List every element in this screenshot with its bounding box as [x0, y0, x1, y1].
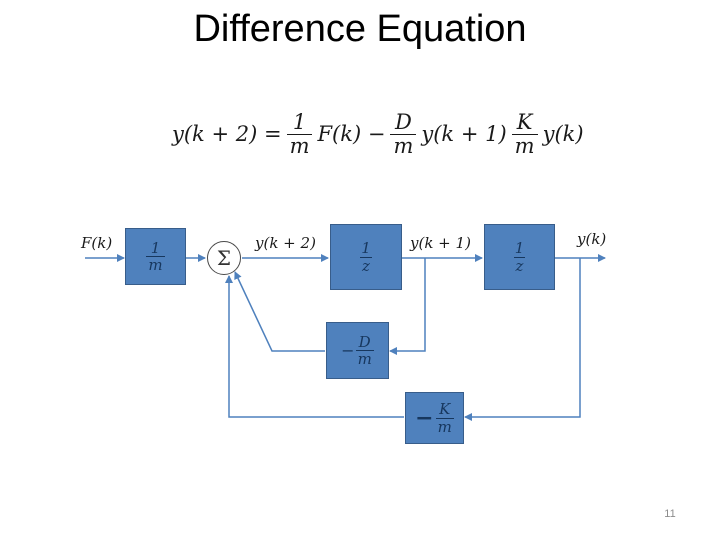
delay-block-2: 1 z	[484, 224, 555, 290]
fraction-denominator: m	[435, 417, 454, 436]
summing-junction: Σ	[207, 241, 241, 275]
negative-sign: −	[415, 405, 434, 431]
gain-block-1-over-m: 1 m	[125, 228, 186, 285]
fraction-numerator: 1	[150, 238, 161, 257]
block-fraction: D m	[355, 332, 374, 368]
equation-term-2-fraction: D m	[390, 110, 417, 157]
fraction-numerator: K	[516, 110, 533, 135]
difference-equation: y(k + 2) = 1 m F(k) − D m y(k + 1) K m y…	[170, 104, 586, 164]
wire-damping-feedback	[389, 258, 426, 355]
input-label: F(k)	[81, 234, 113, 252]
fraction-denominator: m	[286, 133, 313, 157]
equation-term-1-variable: F(k) −	[317, 122, 386, 146]
mid-signal-label: y(k + 1)	[410, 234, 471, 252]
slide-title: Difference Equation	[193, 8, 527, 50]
fraction-denominator: m	[511, 133, 538, 157]
fraction-denominator: m	[355, 350, 374, 368]
fraction-numerator: K	[439, 400, 451, 418]
block-fraction: 1 z	[513, 240, 527, 274]
fraction-denominator: z	[513, 256, 526, 275]
negative-sign: −	[341, 341, 355, 360]
page-number: 11	[664, 508, 676, 520]
equation-term-3-variable: y(k)	[542, 122, 584, 146]
output-label: y(k)	[577, 230, 607, 248]
fraction-numerator: 1	[292, 110, 307, 135]
fraction-denominator: m	[390, 133, 417, 157]
fraction-denominator: m	[146, 256, 165, 274]
wire-spring-feedback	[464, 258, 581, 421]
fraction-numerator: 1	[514, 239, 525, 257]
block-fraction: 1 z	[359, 240, 373, 274]
fraction-denominator: z	[360, 256, 372, 275]
damping-block: − D m	[326, 322, 389, 379]
wire-damping-to-summer	[234, 271, 325, 352]
wire-spring-to-summer	[225, 275, 404, 418]
equation-term-2-variable: y(k + 1)	[421, 122, 507, 146]
sum-output-label: y(k + 2)	[255, 234, 316, 252]
block-fraction: 1 m	[146, 238, 165, 274]
delay-block-1: 1 z	[330, 224, 402, 290]
equation-term-3-fraction: K m	[511, 110, 538, 157]
fraction-numerator: D	[394, 110, 412, 135]
fraction-numerator: 1	[361, 239, 371, 257]
equation-lhs: y(k + 2) =	[172, 122, 282, 146]
block-fraction: K m	[435, 400, 454, 436]
fraction-numerator: D	[358, 332, 371, 351]
equation-term-1-fraction: 1 m	[286, 110, 313, 157]
spring-block: − K m	[405, 392, 464, 444]
